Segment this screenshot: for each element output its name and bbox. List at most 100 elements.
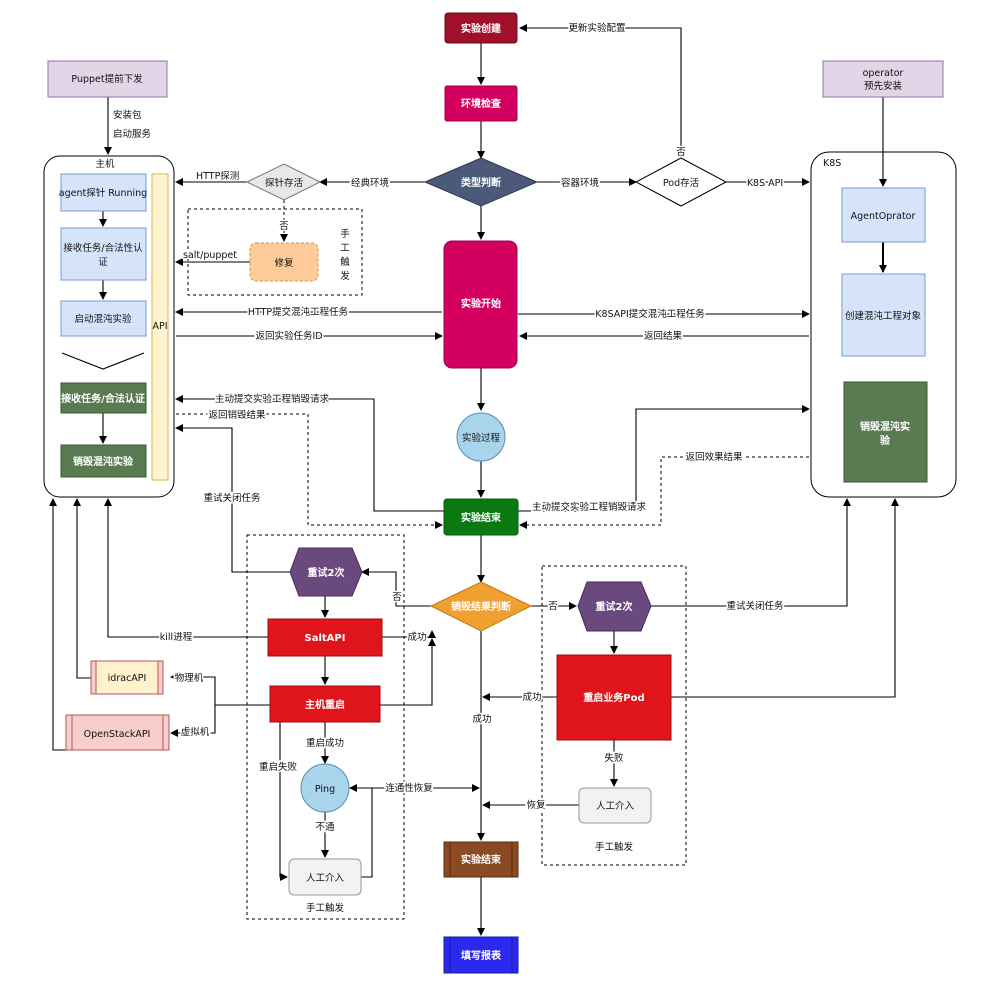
repair-group: [187, 208, 363, 296]
experiment-create-node[interactable]: 实验创建: [444, 12, 518, 44]
agent-running-label: agent探针 Running: [59, 187, 147, 199]
destroy-chaos-host-label: 销毁混沌实验: [73, 455, 134, 468]
type-judge-node[interactable]: 类型判断: [423, 157, 539, 207]
manual-trigger-v3: 发: [340, 270, 350, 282]
edge-label-retry-close-left: 重试关闭任务: [203, 492, 261, 504]
manual-left-node[interactable]: 人工介入: [288, 858, 362, 896]
edge-label-success-salt: 成功: [407, 631, 426, 643]
edge-label-retry-close-right: 重试关闭任务: [726, 600, 784, 612]
edge-label-active-destroy-left: 主动提交实验工程销毁请求: [215, 393, 330, 405]
edge-label-update-config: 更新实验配置: [568, 22, 625, 34]
destroy-chaos-k8s-node[interactable]: 销毁混沌实 验: [843, 381, 928, 483]
retry-left-node[interactable]: 重试2次: [289, 547, 363, 597]
edge-label-no-right: 否: [548, 601, 558, 612]
openstack-api-label: OpenStackAPI: [84, 729, 151, 740]
experiment-end-node[interactable]: 实验结束: [443, 498, 519, 536]
host-container-label: 主机: [95, 158, 115, 170]
recv-task-auth-node[interactable]: 接收任务/合法性认 证: [60, 227, 147, 281]
type-judge-label: 类型判断: [461, 176, 501, 189]
ping-node[interactable]: Ping: [300, 763, 350, 813]
recv-task-auth2-label: 接收任务/合法认证: [61, 392, 145, 405]
edge-label-http-submit: HTTP提交混沌工程任务: [248, 306, 349, 318]
experiment-start-node[interactable]: 实验开始: [443, 240, 518, 369]
edge-label-k8s-api: K8S API: [747, 178, 783, 189]
puppet-label: Puppet提前下发: [71, 73, 143, 85]
ping-label: Ping: [315, 784, 335, 795]
retry-left-label: 重试2次: [308, 566, 345, 579]
experiment-process-node[interactable]: 实验过程: [456, 412, 506, 462]
left-recovery-group: [246, 534, 405, 920]
env-check-node[interactable]: 环境检查: [444, 85, 518, 122]
operator-label-line1: operator: [863, 68, 904, 79]
destroy-chaos-k8s-line2: 验: [880, 434, 891, 447]
restart-pod-node[interactable]: 重启业务Pod: [556, 654, 672, 741]
edge-label-salt-puppet: salt/puppet: [183, 250, 237, 261]
edge-label-return-effect-result: 返回效果结果: [685, 451, 743, 463]
edge-label-success-pod: 成功: [522, 691, 541, 703]
manual-right-node[interactable]: 人工介入: [578, 787, 652, 824]
edge-label-install-pkg: 安装包: [113, 109, 142, 121]
edge-label-reboot-fail: 重启失败: [259, 761, 298, 773]
experiment-end-final-label: 实验结束: [461, 853, 502, 866]
puppet-node[interactable]: Puppet提前下发: [47, 60, 168, 98]
edge-label-active-destroy-right: 主动提交实验工程销毁请求: [532, 501, 647, 513]
api-bar-node[interactable]: API: [151, 173, 169, 481]
edge-label-classic-env: 经典环境: [351, 177, 390, 189]
pod-alive-node[interactable]: Pod存活: [634, 157, 728, 207]
recv-task-auth-line1: 接收任务/合法性认: [63, 242, 143, 254]
manual-trigger-right-label: 手工触发: [595, 841, 634, 853]
agent-running-node[interactable]: agent探针 Running: [59, 173, 147, 212]
start-chaos-node[interactable]: 启动混沌实验: [60, 300, 147, 337]
edge-label-connectivity: 连通性恢复: [385, 782, 433, 794]
edge-label-return-result: 返回结果: [644, 330, 683, 342]
edge-label-no-top: 否: [676, 147, 686, 158]
host-reboot-node[interactable]: 主机重启: [269, 685, 381, 723]
experiment-end-final-node[interactable]: 实验结束: [443, 841, 519, 878]
edge-label-k8sapi-submit: K8SAPI提交混沌工程任务: [595, 308, 705, 320]
operator-label-line2: 预先安装: [864, 80, 903, 92]
destroy-chaos-k8s-line1: 销毁混沌实: [860, 420, 910, 433]
create-chaos-object-label: 创建混沌工程对象: [845, 310, 922, 322]
salt-api-label: SaltAPI: [305, 633, 346, 644]
openstack-api-node[interactable]: OpenStackAPI: [65, 714, 170, 751]
fill-report-label: 填写报表: [461, 949, 502, 962]
experiment-end-label: 实验结束: [461, 511, 502, 524]
edge-label-http-probe: HTTP探测: [196, 170, 239, 182]
probe-alive-node[interactable]: 探针存活: [245, 163, 322, 201]
repair-label: 修复: [274, 257, 294, 269]
env-check-label: 环境检查: [461, 97, 502, 110]
idrac-api-label: idracAPI: [108, 673, 147, 684]
manual-left-label: 人工介入: [306, 873, 345, 884]
edge-label-virtual: 虚拟机: [181, 726, 210, 738]
manual-right-label: 人工介入: [596, 801, 635, 812]
edge-label-return-task-id: 返回实验任务ID: [255, 330, 322, 342]
host-reboot-label: 主机重启: [305, 698, 345, 711]
edge-label-fail-pod: 失败: [604, 752, 624, 764]
destroy-result-judge-label: 销毁结果判断: [451, 600, 511, 613]
salt-api-node[interactable]: SaltAPI: [267, 618, 383, 657]
edge-label-restore: 恢复: [526, 799, 546, 811]
destroy-result-judge-node[interactable]: 销毁结果判断: [429, 581, 533, 632]
agent-operator-node[interactable]: AgentOprator: [841, 187, 926, 243]
create-chaos-object-node[interactable]: 创建混沌工程对象: [841, 273, 926, 357]
experiment-create-label: 实验创建: [461, 22, 502, 35]
edge-label-container-env: 容器环境: [561, 177, 600, 189]
edge-label-physical: 物理机: [175, 672, 204, 684]
repair-node[interactable]: 修复: [249, 242, 319, 282]
recv-task-auth2-node[interactable]: 接收任务/合法认证: [60, 382, 147, 414]
pod-alive-label: Pod存活: [663, 177, 700, 189]
fill-report-node[interactable]: 填写报表: [443, 936, 519, 974]
edge-label-no-probe: 否: [279, 221, 289, 232]
operator-node[interactable]: operator 预先安装: [822, 60, 944, 98]
retry-right-node[interactable]: 重试2次: [577, 581, 652, 632]
restart-pod-label: 重启业务Pod: [583, 691, 644, 704]
edge-label-not-reachable: 不通: [315, 822, 335, 833]
manual-trigger-v2: 触: [340, 256, 350, 268]
k8s-container-label: K8S: [823, 158, 841, 169]
edge-label-kill-process: kill进程: [160, 632, 193, 643]
destroy-chaos-host-node[interactable]: 销毁混沌实验: [60, 444, 147, 478]
manual-trigger-left-label: 手工触发: [306, 902, 345, 914]
experiment-start-label: 实验开始: [461, 297, 501, 310]
idrac-api-node[interactable]: idracAPI: [90, 660, 164, 695]
right-recovery-group: [541, 565, 687, 866]
